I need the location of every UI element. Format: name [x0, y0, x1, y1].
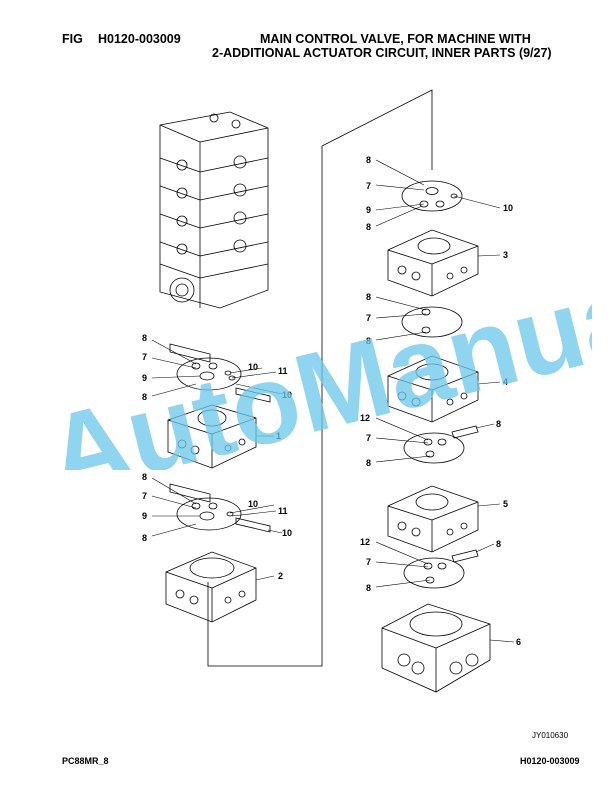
valve-section-5 [387, 485, 479, 553]
model-number: PC88MR_8 [62, 756, 109, 766]
leader-lines [151, 159, 515, 643]
callout-8: 8 [366, 292, 371, 302]
callout-1: 1 [276, 431, 281, 441]
callout-9: 9 [142, 373, 147, 383]
valve-section-4 [387, 355, 479, 423]
callout-8: 8 [366, 583, 371, 593]
callout-7: 7 [366, 557, 371, 567]
callout-10: 10 [248, 362, 258, 372]
seal-plate-right-d [401, 306, 463, 338]
callout-9: 9 [366, 205, 371, 215]
callout-11: 11 [278, 366, 288, 376]
callout-12: 12 [360, 537, 370, 547]
callout-10: 10 [503, 203, 513, 213]
callout-8: 8 [142, 333, 147, 343]
callout-8: 8 [366, 222, 371, 232]
callout-5: 5 [503, 499, 508, 509]
callout-8: 8 [366, 155, 371, 165]
callout-2: 2 [278, 571, 283, 581]
callout-8: 8 [142, 533, 147, 543]
callout-8: 8 [366, 336, 371, 346]
callout-8: 8 [496, 419, 501, 429]
end-cover-6 [381, 603, 491, 693]
seal-plate-right-e [403, 432, 465, 464]
callout-3: 3 [503, 250, 508, 260]
main-valve-assembly [159, 111, 269, 309]
seal-plate-left-b [176, 497, 242, 531]
callout-labels: 8 7 9 8 10 11 10 1 8 7 9 8 10 11 10 2 8 … [142, 155, 521, 647]
valve-section-3 [387, 229, 479, 297]
callout-8: 8 [496, 539, 501, 549]
pin-strip-right-e [451, 425, 479, 439]
callout-12: 12 [360, 413, 370, 423]
callout-7: 7 [366, 433, 371, 443]
callout-8: 8 [142, 392, 147, 402]
pin-strip-left-d [235, 517, 271, 533]
callout-10: 10 [282, 528, 292, 538]
drawing-reference-code: JY010630 [532, 731, 569, 740]
assembly-guide-line [207, 89, 433, 667]
pin-strip-left-a [169, 343, 211, 363]
callout-8: 8 [366, 458, 371, 468]
seal-plate-left-a [176, 357, 242, 391]
callout-7: 7 [366, 313, 371, 323]
fig-code: H0120-003009 [98, 32, 181, 46]
pin-strip-right-f [451, 549, 479, 563]
document-number: H0120-003009 [520, 756, 580, 766]
callout-8: 8 [142, 472, 147, 482]
page-title-line1: MAIN CONTROL VALVE, FOR MACHINE WITH [260, 32, 531, 46]
pin-strip-left-c [169, 483, 211, 503]
page-title-line2: 2-ADDITIONAL ACTUATOR CIRCUIT, INNER PAR… [212, 46, 552, 60]
pin-strip-left-b [235, 387, 271, 403]
callout-7: 7 [142, 352, 147, 362]
callout-7: 7 [142, 491, 147, 501]
seal-plate-right-f [403, 557, 465, 589]
callout-7: 7 [366, 181, 371, 191]
callout-10: 10 [248, 499, 258, 509]
seal-plate-right-c [401, 180, 463, 212]
callout-11: 11 [278, 506, 288, 516]
valve-section-1 [167, 404, 257, 469]
callout-6: 6 [516, 637, 521, 647]
valve-section-2 [165, 551, 257, 623]
fig-label: FIG [62, 32, 83, 46]
callout-4: 4 [503, 377, 508, 387]
callout-9: 9 [142, 511, 147, 521]
callout-10: 10 [282, 390, 292, 400]
